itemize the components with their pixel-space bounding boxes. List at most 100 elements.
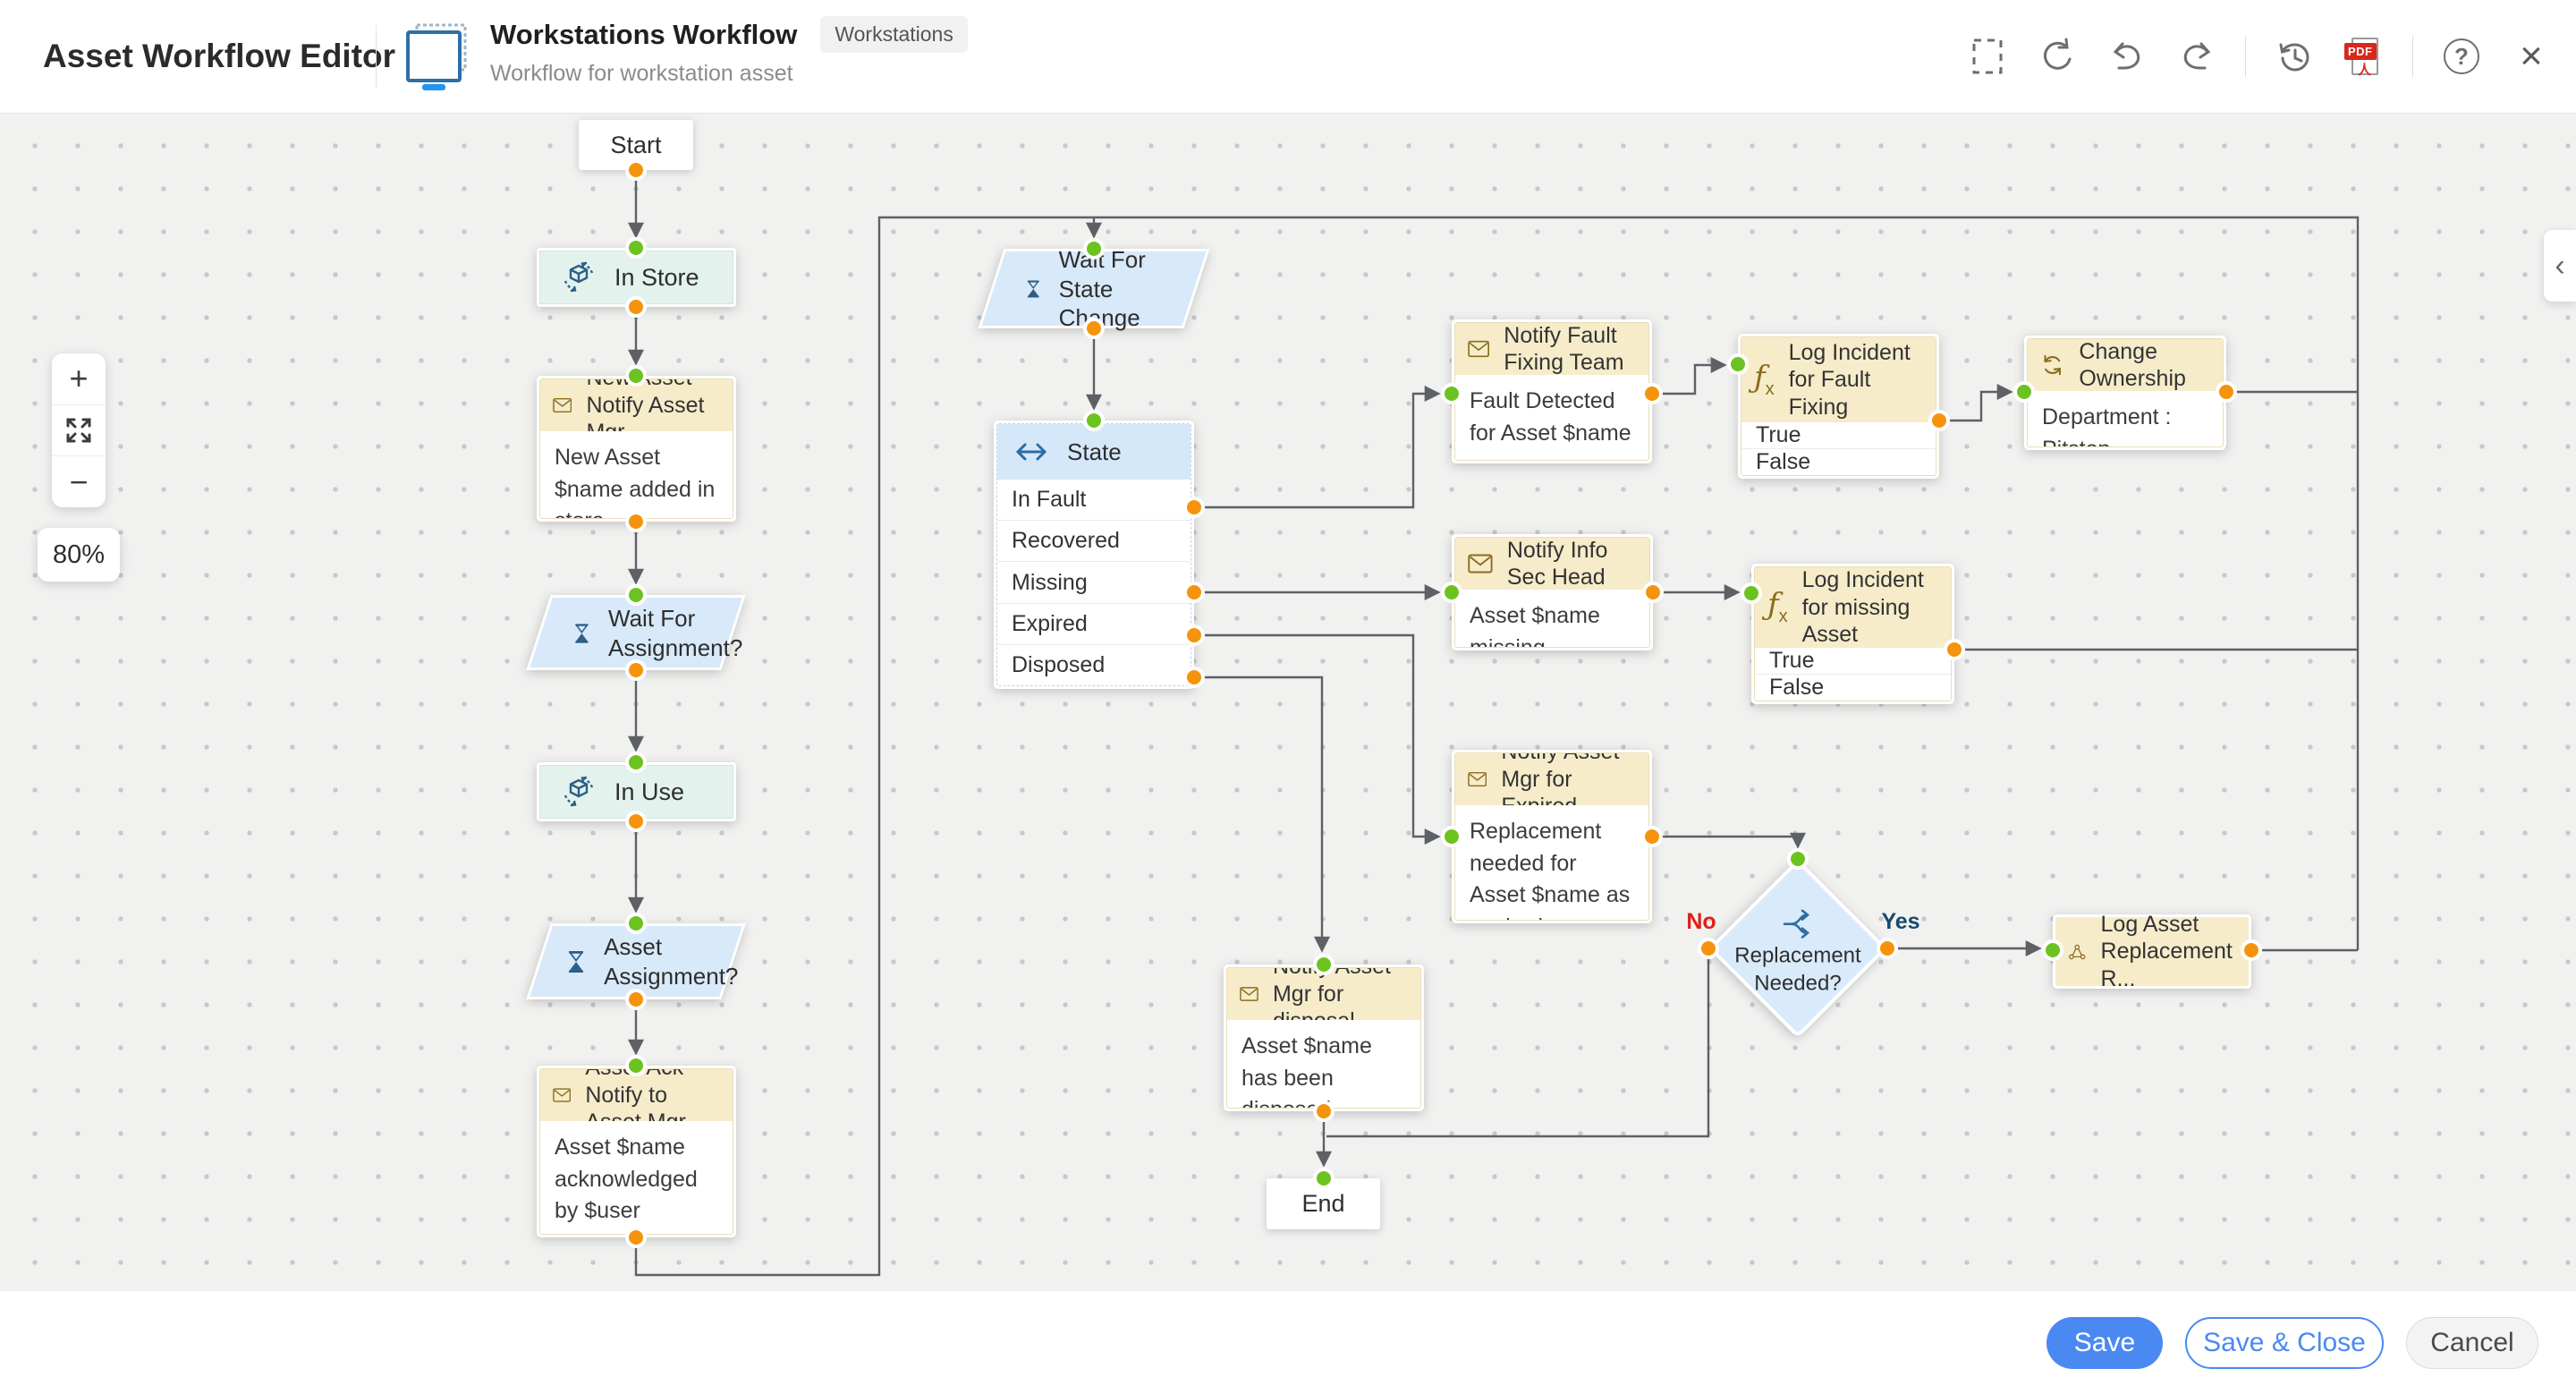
toolbar-separator [2412,36,2413,77]
node-body: Asset $name has been disposed successful… [1227,1020,1420,1108]
end-label: End [1301,1190,1345,1217]
state-node-in-store[interactable]: In Store [537,248,736,307]
decision-node-replacement-needed[interactable]: Replacement Needed? [1707,858,1888,1039]
hourglass-icon [575,623,589,642]
notification-node-expired[interactable]: Notify Asset Mgr for Expired Replacement… [1452,750,1652,923]
marquee-select-icon[interactable] [1966,35,2009,78]
branch-option-true[interactable]: True [1741,422,1936,448]
node-body: Asset $name acknowledged by $user [540,1121,733,1234]
state-option[interactable]: Missing [997,561,1191,603]
close-x-glyph: × [2520,34,2543,78]
footer-bar: Save Save & Close Cancel [0,1291,2576,1394]
fit-to-screen-button[interactable] [52,404,106,456]
wait-label: Wait For Assignment? [608,604,743,661]
function-node-log-incident-fault[interactable]: ƒx Log Incident for Fault Fixing True Fa… [1738,334,1939,479]
function-icon: ƒx [1754,359,1775,399]
mail-icon [553,1088,572,1102]
workflow-type-badge: Workstations [820,16,968,53]
node-title: Log Incident for Fault Fixing [1788,339,1911,420]
function-icon: ƒx [1767,587,1788,626]
rotate-icon[interactable] [2036,35,2079,78]
state-option[interactable]: Expired [997,602,1191,644]
branch-icon [1783,909,1810,939]
wait-node-asset-assignment[interactable]: Asset Assignment? [526,923,746,999]
node-title: Change Ownership [2079,338,2186,391]
webhook-node-log-asset-replacement[interactable]: Log Asset Replacement R... [2053,912,2251,991]
node-body: Asset $name missing [1455,590,1649,647]
state-option-label: Missing [1012,569,1088,595]
branch-option-false[interactable]: False [1741,448,1936,475]
action-node-change-ownership[interactable]: Change Ownership Department : Pitstop... [2024,336,2226,450]
mail-icon [1468,340,1490,358]
help-icon[interactable]: ? [2440,35,2483,78]
start-label: Start [610,131,662,158]
workflow-canvas[interactable] [0,114,2576,1291]
state-option[interactable]: Disposed [997,643,1191,685]
save-button[interactable]: Save [2046,1316,2163,1369]
cancel-button[interactable]: Cancel [2406,1316,2538,1369]
zoom-level-badge[interactable]: 80% [38,528,120,582]
zoom-out-button[interactable]: − [52,455,106,507]
zoom-controls: + − [52,353,106,507]
undo-icon[interactable] [2106,35,2148,78]
branch-option-true[interactable]: True [1755,648,1951,674]
state-switch-icon [1015,443,1047,461]
notification-node-disposal[interactable]: Notify Asset Mgr for disposal Asset $nam… [1224,965,1424,1111]
header-bar: Asset Workflow Editor Workstations Workf… [0,0,2576,114]
switch-node-state[interactable]: State In Fault Recovered Missing Expired… [994,421,1194,689]
branch-no-label: No [1686,909,1716,934]
mail-icon [1240,987,1258,1001]
workstation-monitor-icon [406,23,467,90]
history-icon[interactable] [2273,35,2316,78]
state-node-in-use[interactable]: In Use [537,762,736,821]
toolbar: PDF 人 ? × [1966,0,2553,113]
branch-option-false[interactable]: False [1755,674,1951,701]
node-body: Fault Detected for Asset $name [1455,375,1648,460]
wait-node-state-change[interactable]: Wait For State Change [978,246,1210,331]
notification-node-infosec[interactable]: Notify Info Sec Head Asset $name missing [1452,534,1653,650]
state-option-label: In Fault [1012,487,1087,513]
redo-icon[interactable] [2175,35,2218,78]
header-divider [376,25,377,88]
state-option[interactable]: Recovered [997,520,1191,562]
branch-yes-label: Yes [1881,909,1920,934]
function-node-log-incident-missing[interactable]: ƒx Log Incident for missing Asset True F… [1751,564,1954,704]
plus-glyph: + [69,360,89,397]
state-option-label: Recovered [1012,528,1120,554]
branch-option-label: False [1756,449,1811,474]
save-and-close-button[interactable]: Save & Close [2185,1316,2384,1369]
workflow-title-row: Workstations Workflow Workstations [490,16,968,53]
state-option[interactable]: In Fault [997,480,1191,521]
end-node[interactable]: End [1267,1178,1380,1229]
panel-toggle[interactable]: ‹ [2544,230,2576,302]
node-title: Notify Fault Fixing Team [1504,322,1624,375]
notification-node-asset-ack[interactable]: Asset Ack Notify to Asset Mgr Asset $nam… [537,1066,736,1237]
zoom-in-button[interactable]: + [52,353,106,404]
minus-glyph: − [69,463,89,500]
app-title: Asset Workflow Editor [43,38,396,74]
pdf-acrobat-mark: 人 [2358,63,2372,78]
expand-icon [66,418,91,443]
branch-option-label: True [1769,648,1815,673]
start-node[interactable]: Start [579,120,693,170]
wait-label: Wait For State Change [1058,245,1146,331]
node-title: Notify Info Sec Head [1506,537,1608,590]
workflow-subtitle: Workflow for workstation asset [490,61,793,86]
mail-icon [1468,554,1493,574]
workflow-name: Workstations Workflow [490,18,798,50]
mail-icon [1468,771,1487,787]
pdf-label: PDF [2344,43,2377,60]
close-icon[interactable]: × [2510,35,2553,78]
export-pdf-icon[interactable]: PDF 人 [2343,35,2385,78]
branch-option-label: False [1769,675,1825,700]
help-question-glyph: ? [2454,42,2469,70]
asset-state-icon [564,261,594,293]
notification-node-new-asset[interactable]: New Asset Notify Asset Mgr New Asset $na… [537,376,736,522]
state-label: In Store [614,263,699,291]
node-body: New Asset $name added in store [540,431,733,518]
notification-node-fault-fixing[interactable]: Notify Fault Fixing Team Fault Detected … [1452,319,1652,463]
wait-node-assignment[interactable]: Wait For Assignment? [526,595,746,670]
hourglass-icon [568,950,584,973]
state-option-label: Disposed [1012,651,1106,677]
